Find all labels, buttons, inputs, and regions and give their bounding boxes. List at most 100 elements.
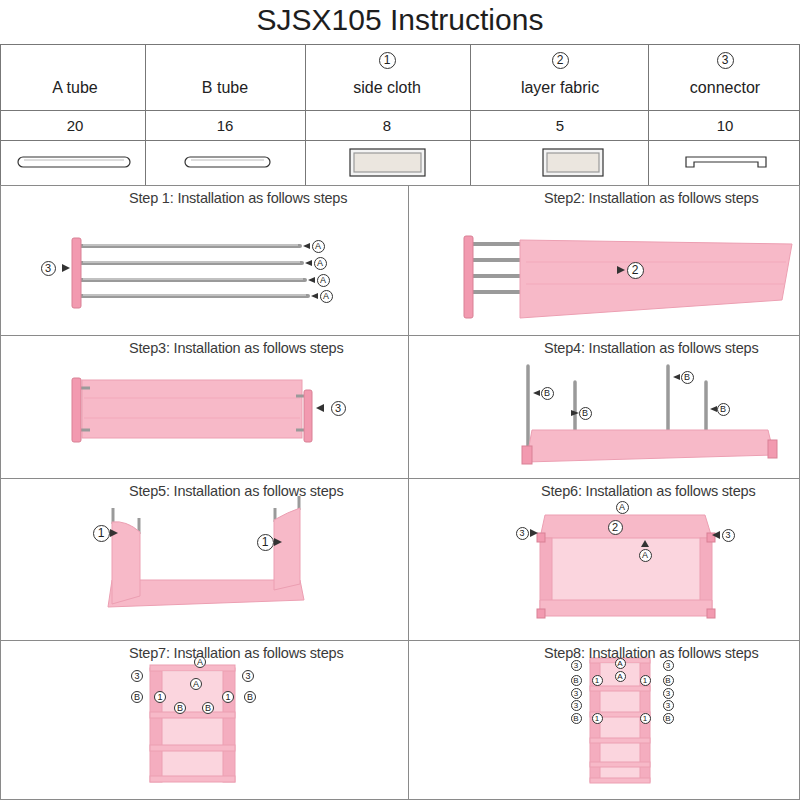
step7-art-shape-shape	[150, 712, 235, 718]
step7-art-shape-shape	[150, 776, 235, 782]
table-cell-text: A tube	[52, 79, 97, 97]
step-heading: Step2: Installation as follows steps	[544, 189, 758, 207]
part-icons-shape	[18, 157, 130, 167]
callout-number: 3	[663, 700, 674, 711]
step6-art-shape-shape	[537, 533, 545, 542]
step1-art-shape-shape	[81, 244, 300, 248]
step7-art-shape-shape	[150, 745, 235, 751]
part-icons-shape	[350, 149, 425, 176]
callout-number: B	[174, 702, 186, 714]
step2-art-shape-shape	[526, 262, 786, 263]
callout-number: 3	[571, 660, 582, 671]
part-icons-shape	[686, 157, 766, 167]
callout-number: 2	[552, 52, 569, 69]
step7-art-shape	[150, 668, 162, 782]
step1-art-shape-shape	[81, 261, 302, 265]
callout-number: A	[615, 671, 626, 682]
step6-art-shape-shape	[707, 609, 715, 618]
table-cell-text: layer fabric	[521, 79, 599, 97]
callout-number: 3	[571, 700, 582, 711]
callout-number: 3	[663, 660, 674, 671]
callout-number: A	[639, 549, 652, 562]
step1-art-shape-shape	[81, 278, 305, 282]
step1-art-shape-shape	[303, 243, 310, 249]
step4-art-shape	[522, 446, 532, 464]
step1-art-shape	[72, 238, 81, 308]
callout-number: 1	[222, 691, 234, 703]
callout-number: B	[244, 691, 256, 703]
step3-art	[72, 378, 324, 442]
table-cell-text: 10	[717, 117, 734, 134]
step1-art-shape-shape	[81, 294, 308, 298]
parts-table-grid-shape	[145, 44, 146, 185]
step8-art-shape-shape	[590, 778, 650, 783]
step7-art-shape-shape	[150, 665, 235, 671]
step6-art-shape-shape	[537, 609, 545, 618]
step4-art-shape-shape	[571, 410, 579, 416]
callout-number: 3	[242, 670, 254, 682]
step-panel: Step4: Installation as follows steps	[408, 335, 800, 479]
step-panel: Step8: Installation as follows steps	[408, 640, 800, 800]
step1-art-shape-shape	[62, 264, 70, 272]
step8-art	[590, 658, 650, 783]
step6-art	[530, 515, 720, 618]
callout-number: A	[615, 658, 626, 669]
step-panel: Step2: Installation as follows steps	[408, 185, 800, 336]
callout-number: 1	[640, 675, 651, 686]
step4-art-shape-shape	[526, 366, 530, 452]
step5-art-shape-shape	[274, 538, 282, 546]
callout-number: 3	[571, 688, 582, 699]
callout-number: A	[190, 678, 202, 690]
step-heading: Step3: Installation as follows steps	[129, 339, 343, 357]
callout-number: 3	[331, 401, 346, 416]
part-icons-shape	[191, 159, 264, 160]
step3-art-shape-shape	[84, 418, 300, 419]
step7-art-shape	[150, 665, 235, 782]
callout-number: 3	[722, 529, 735, 542]
step-panel: Step6: Installation as follows steps	[408, 478, 800, 641]
step4-art-shape-shape	[673, 374, 680, 380]
callout-number: A	[616, 501, 629, 514]
step1-art-shape-shape	[311, 293, 318, 299]
parts-table-grid-shape	[0, 110, 800, 111]
step6-art-shape	[552, 538, 700, 600]
step7-art-shape	[162, 672, 223, 778]
step3-art-shape	[304, 390, 312, 442]
callout-number: 3	[663, 688, 674, 699]
step1-art-shape-shape	[83, 294, 306, 295]
step3-art-shape	[82, 380, 302, 438]
step4-art	[522, 366, 777, 464]
table-cell-text: 16	[217, 117, 234, 134]
step8-art-shape-shape	[590, 738, 650, 743]
callout-number: B	[571, 713, 582, 724]
step3-art-shape	[72, 378, 81, 442]
part-icons-shape	[185, 157, 270, 167]
step4-art-shape-shape	[533, 390, 540, 396]
table-cell-text: side cloth	[353, 79, 421, 97]
callout-number: 3	[717, 52, 734, 69]
step1-art-shape	[81, 246, 308, 296]
callout-number: B	[663, 713, 674, 724]
table-cell-text: 20	[67, 117, 84, 134]
callout-number: B	[202, 702, 214, 714]
callout-number: B	[571, 675, 582, 686]
part-icons	[18, 149, 766, 176]
step2-art-shape	[617, 266, 625, 274]
callout-number: 1	[640, 713, 651, 724]
step1-art-shape	[62, 243, 318, 299]
part-icons-shape	[543, 149, 603, 176]
step4-art-shape	[768, 440, 777, 458]
step1-art-shape-shape	[83, 261, 300, 262]
part-icons-shape	[354, 153, 421, 172]
callout-number: A	[320, 290, 333, 303]
table-cell-text: 8	[383, 117, 391, 134]
step2-art	[464, 236, 792, 318]
step3-art-shape-shape	[84, 398, 300, 399]
callout-number: 3	[131, 670, 143, 682]
step-heading: Step5: Installation as follows steps	[129, 482, 343, 500]
step7-art	[150, 665, 235, 782]
step-heading: Step4: Installation as follows steps	[544, 339, 758, 357]
step6-art-shape-shape	[530, 529, 538, 537]
step4-art-shape-shape	[666, 366, 670, 432]
